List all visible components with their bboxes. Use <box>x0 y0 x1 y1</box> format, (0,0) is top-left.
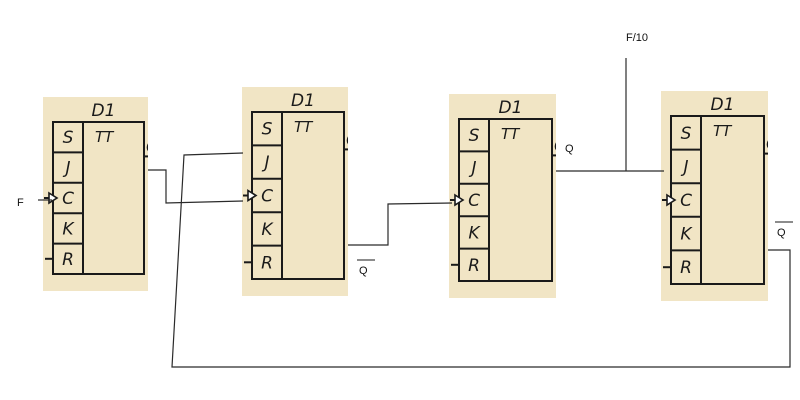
pin-label-k: K <box>680 225 693 245</box>
pin-label-r: R <box>680 258 692 278</box>
clock-triangle-icon <box>666 193 677 207</box>
chip-title: D1 <box>711 95 735 115</box>
output-pin-label: Q <box>346 130 359 150</box>
pin-label-r: R <box>62 250 74 270</box>
pin-label-s: S <box>262 120 273 140</box>
chip-type: TT <box>294 118 314 136</box>
output-q-label: Q <box>565 143 574 155</box>
clock-triangle-icon <box>454 193 465 207</box>
chip-title: D1 <box>291 91 315 111</box>
chip-type: TT <box>501 125 521 143</box>
pin-label-j: J <box>468 159 476 179</box>
chip-type: TT <box>95 128 115 146</box>
chip-paper <box>242 87 348 296</box>
qbar-text-4: Q <box>777 227 786 239</box>
input-label-f: F <box>17 197 24 209</box>
pin-label-k: K <box>468 223 481 243</box>
pin-label-c: C <box>680 191 692 211</box>
wire-qbar2-to-c3 <box>348 202 453 246</box>
pin-label-s: S <box>63 128 74 148</box>
pin-label-j: J <box>680 157 688 177</box>
output-pin-label: Q <box>766 135 779 155</box>
pin-label-k: K <box>62 219 75 239</box>
wire-q1-to-c2 <box>148 169 244 204</box>
chip-title: D1 <box>92 101 116 121</box>
output-f10-label: F/10 <box>626 32 648 44</box>
pin-label-c: C <box>62 189 74 209</box>
pin-label-j: J <box>261 153 269 173</box>
pin-label-c: C <box>468 191 480 211</box>
pin-label-r: R <box>261 253 273 273</box>
pin-label-s: S <box>681 124 692 144</box>
chip-title: D1 <box>499 98 523 118</box>
qbar-text-2: Q <box>359 265 368 277</box>
pin-label-j: J <box>62 159 70 179</box>
output-pin-label: Q <box>554 136 567 156</box>
clock-triangle-icon <box>247 189 258 202</box>
wire-feedback-loop <box>171 152 791 368</box>
chip-paper <box>449 94 556 298</box>
labels: F Q F/10 Q Q <box>17 32 793 277</box>
chip-type: TT <box>713 122 733 140</box>
pin-label-k: K <box>261 220 274 240</box>
chip-paper <box>43 97 148 291</box>
qbar-label-4: Q <box>775 221 793 239</box>
pin-label-r: R <box>468 256 480 276</box>
pin-label-c: C <box>261 187 273 207</box>
output-pin-label: Q <box>146 137 159 157</box>
qbar-label-2: Q <box>357 259 375 277</box>
chip-paper <box>661 91 768 301</box>
wires <box>38 58 791 368</box>
pin-label-s: S <box>469 126 480 146</box>
